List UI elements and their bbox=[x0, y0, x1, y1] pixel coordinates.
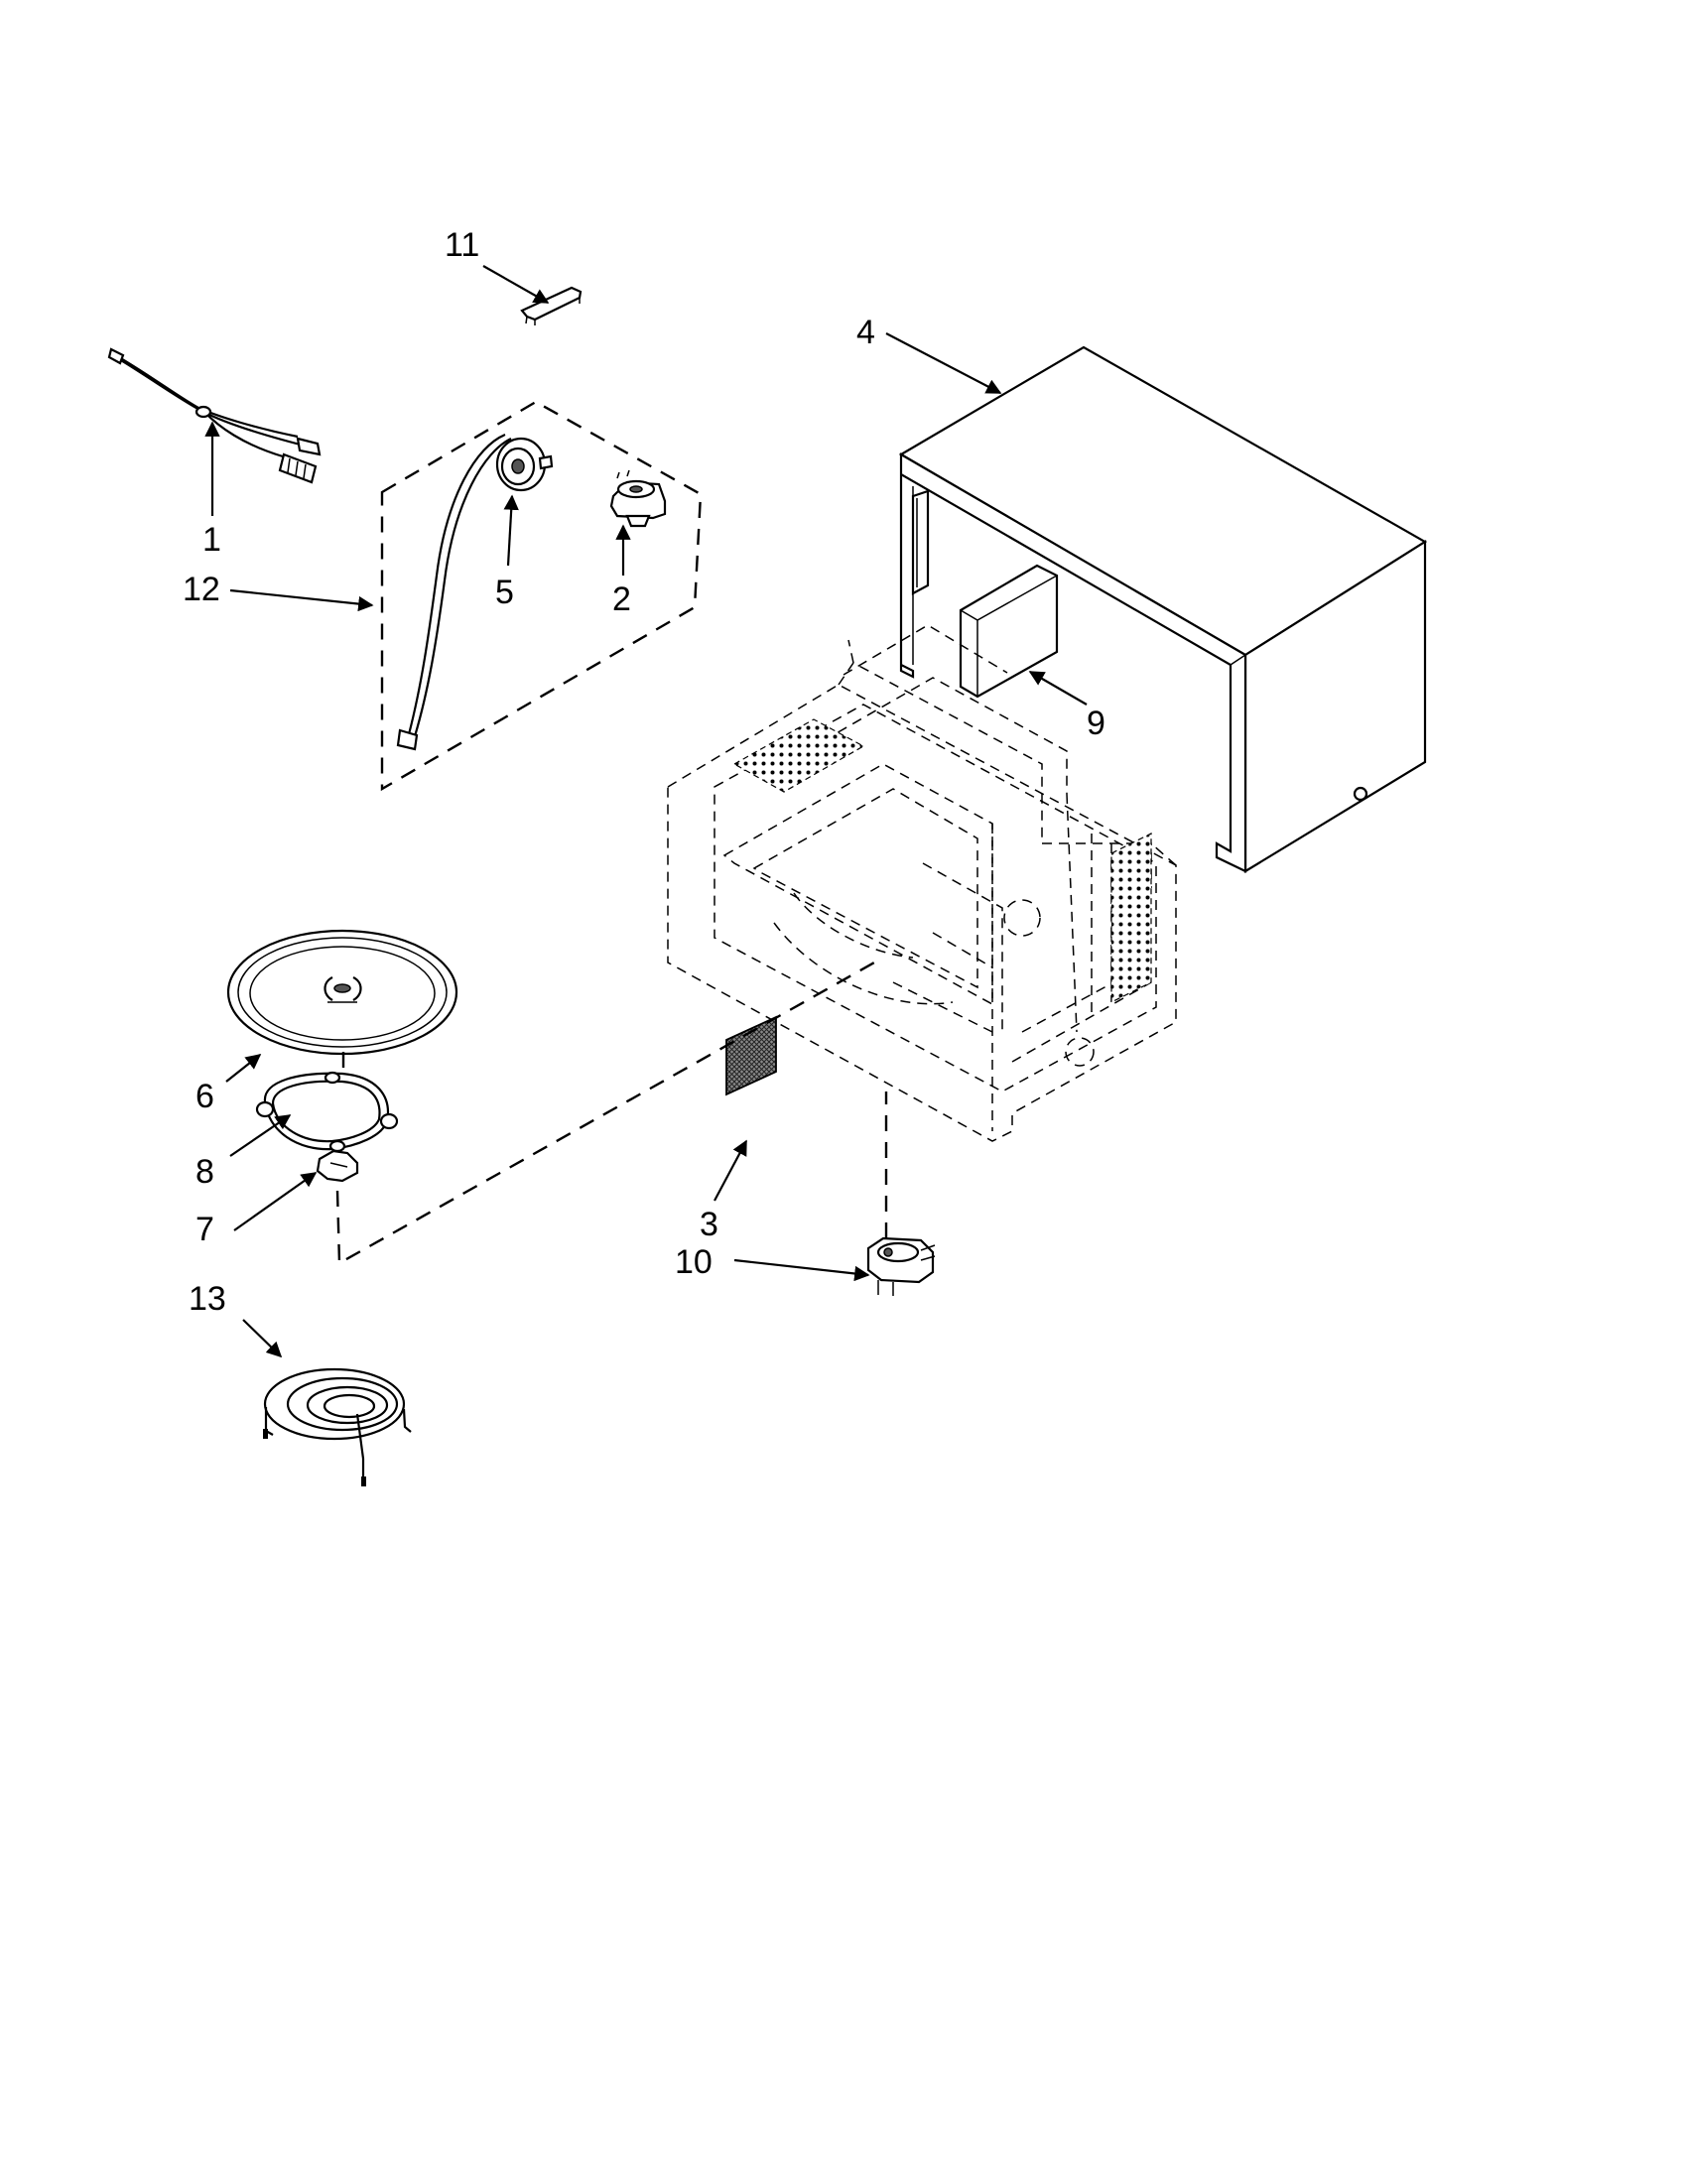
callout-12: 12 bbox=[183, 571, 220, 608]
callout-3: 3 bbox=[700, 1206, 718, 1243]
callout-1: 1 bbox=[202, 521, 221, 559]
assembly-line-turntable bbox=[335, 956, 884, 1266]
thermostat-part-2 bbox=[609, 469, 667, 528]
callout-11: 11 bbox=[445, 226, 479, 264]
heating-element-part-13 bbox=[263, 1367, 412, 1486]
coupler-part-7 bbox=[316, 1149, 359, 1183]
roller-ring-part-8 bbox=[255, 1071, 399, 1153]
filter-part-3 bbox=[725, 1015, 777, 1096]
motor-part-10 bbox=[866, 1236, 936, 1296]
callout-13: 13 bbox=[189, 1280, 226, 1318]
outer-cabinet-part-4 bbox=[898, 345, 1428, 873]
leader-lines bbox=[204, 265, 1088, 1358]
thermostat-part-5 bbox=[396, 433, 554, 751]
callout-8: 8 bbox=[195, 1153, 214, 1191]
callout-7: 7 bbox=[195, 1211, 214, 1248]
callout-5: 5 bbox=[495, 574, 514, 611]
wire-harness-part-1 bbox=[107, 347, 322, 484]
callout-9: 9 bbox=[1087, 705, 1105, 742]
oven-cavity-outline bbox=[667, 624, 1177, 1142]
kit-box-part-12 bbox=[380, 400, 703, 792]
callout-4: 4 bbox=[856, 314, 875, 351]
callout-labels: 11 4 1 12 5 2 9 6 8 7 3 10 13 bbox=[183, 226, 1105, 1318]
pad-part-9 bbox=[959, 564, 1059, 699]
clip-part-11 bbox=[520, 286, 583, 325]
callout-2: 2 bbox=[612, 580, 631, 618]
callout-6: 6 bbox=[195, 1078, 214, 1115]
callout-10: 10 bbox=[675, 1243, 713, 1281]
glass-tray-part-6 bbox=[226, 929, 458, 1056]
